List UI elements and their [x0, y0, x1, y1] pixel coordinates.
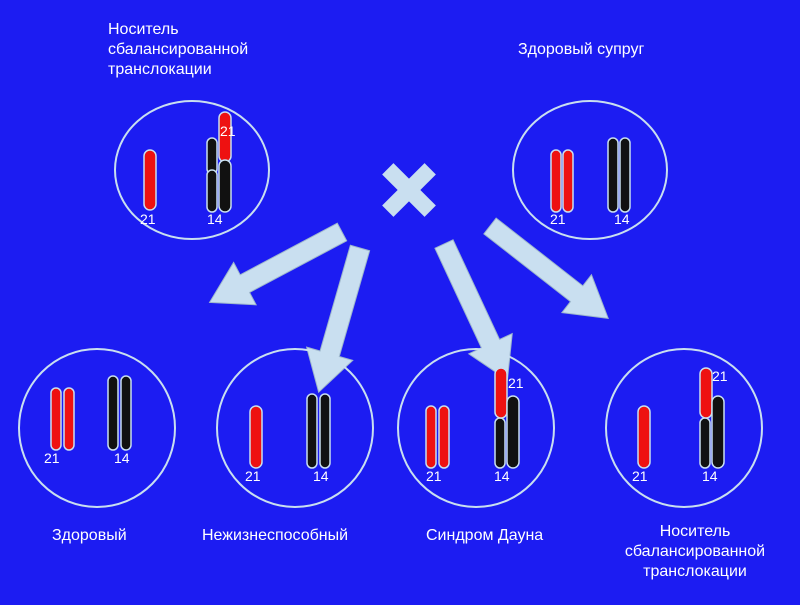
chromosome-14 [494, 417, 506, 469]
translocated-chromosome-21 [699, 367, 713, 419]
chromosome-14 [319, 393, 331, 469]
chromosome-number: 14 [614, 211, 630, 227]
chromosome-14 [699, 417, 711, 469]
arrow-down-icon [295, 240, 384, 400]
chromosome-21 [637, 405, 651, 469]
chromosome-21 [425, 405, 437, 469]
chromosome-21 [143, 149, 157, 211]
chromosome-14 [120, 375, 132, 451]
chromosome-number: 14 [702, 468, 718, 484]
chromosome-number: 14 [207, 211, 223, 227]
chromosome-number: 14 [494, 468, 510, 484]
chromosome-21 [562, 149, 574, 213]
cell-child-down-syndrome: 21 14 21 [397, 348, 555, 508]
chromosome-number: 21 [632, 468, 648, 484]
label-child-healthy: Здоровый [52, 527, 127, 544]
label-child-nonviable: Нежизнеспособный [202, 527, 349, 544]
chromosome-number: 21 [712, 368, 728, 384]
arrow-down-left-icon [197, 210, 354, 325]
cell-parent-healthy: 21 14 [512, 100, 668, 240]
chromosome-21 [438, 405, 450, 469]
chromosome-21 [550, 149, 562, 213]
chromosome-14 [306, 393, 318, 469]
translocated-chromosome-14 [711, 395, 725, 469]
cell-parent-carrier: 21 14 21 [114, 100, 270, 240]
chromosome-21 [249, 405, 263, 469]
chromosome-number: 21 [140, 211, 156, 227]
chromosome-number: 14 [313, 468, 329, 484]
chromosome-14 [206, 137, 218, 175]
chromosome-14 [107, 375, 119, 451]
label-child-carrier: Носитель сбалансированной транслокации [624, 523, 766, 580]
chromosome-21 [63, 387, 75, 451]
cell-child-carrier: 21 14 21 [605, 348, 763, 508]
translocated-chromosome-14 [506, 395, 520, 469]
chromosome-number: 21 [426, 468, 442, 484]
translocated-chromosome-21 [494, 367, 508, 419]
chromosome-number: 21 [245, 468, 261, 484]
cross-icon [382, 163, 436, 217]
chromosome-number: 21 [550, 211, 566, 227]
chromosome-21 [50, 387, 62, 451]
chromosome-number: 21 [44, 450, 60, 466]
chromosome-number: 21 [220, 123, 236, 139]
chromosome-14 [607, 137, 619, 213]
label-child-down-syndrome: Синдром Дауна [426, 527, 544, 544]
chromosome-number: 14 [114, 450, 130, 466]
cell-child-healthy: 21 14 [18, 348, 176, 508]
translocated-chromosome-14 [218, 159, 232, 213]
label-parent-healthy: Здоровый супруг [518, 41, 645, 58]
cell-child-nonviable: 21 14 [216, 348, 374, 508]
chromosome-14 [619, 137, 631, 213]
chromosome-14 [206, 169, 218, 213]
chromosome-number: 21 [508, 375, 524, 391]
label-parent-carrier: Носитель сбалансированной транслокации [108, 21, 249, 78]
